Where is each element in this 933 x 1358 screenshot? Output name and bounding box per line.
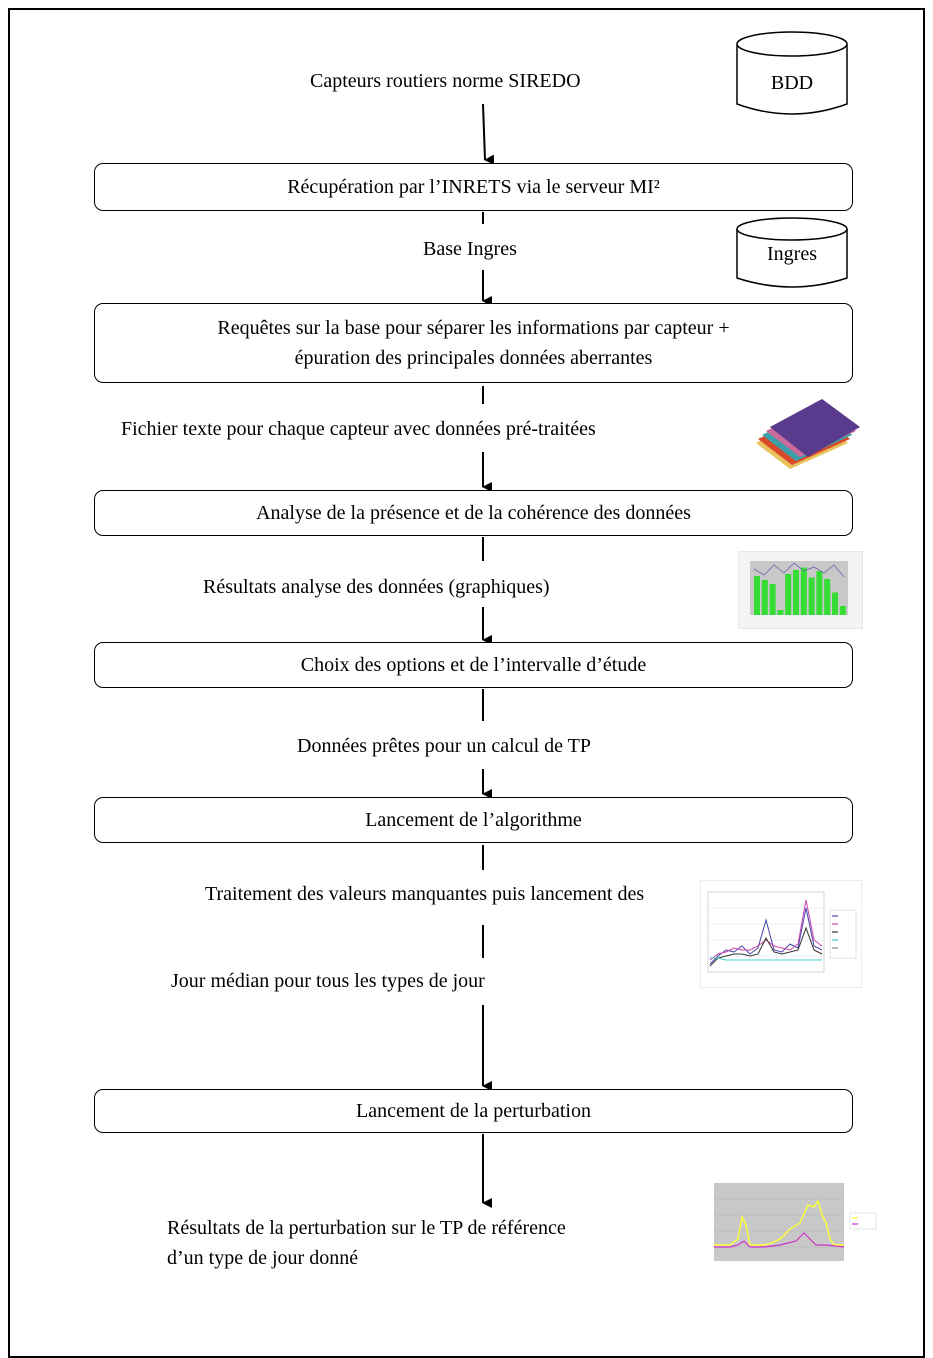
thumb2-series-3 [709,926,823,967]
step-analyse-label: Analyse de la présence et de la cohérenc… [256,501,691,524]
thumb-bar [800,567,807,615]
file-sheet-purple [770,399,860,457]
thumb-bar [832,592,838,615]
step-requetes-line1: Requêtes sur la base pour séparer les in… [217,317,730,339]
source-label: Capteurs routiers norme SIREDO [310,70,581,92]
median-day-chart-thumbnail [700,880,862,988]
missing-label: Traitement des valeurs manquantes puis l… [205,883,645,905]
thumb-bar [769,584,776,615]
step-analyse: Analyse de la présence et de la cohérenc… [94,490,853,536]
step-perturbation-label: Lancement de la perturbation [356,1099,591,1122]
database-bdd-icon: BDD [735,30,849,118]
ready-label: Données prêtes pour un calcul de TP [297,735,591,757]
step-choix: Choix des options et de l’intervalle d’é… [94,642,853,688]
arrow-1 [482,103,495,165]
thumb2-series-2 [709,899,823,961]
thumb-bar [816,571,823,615]
db-bdd-label: BDD [770,72,814,94]
step-algorithme-label: Lancement de l’algorithme [365,808,582,831]
thumb2-legend [829,909,857,959]
results-label: Résultats analyse des données (graphique… [203,576,550,598]
median-label: Jour médian pour tous les types de jour [171,970,485,992]
thumb-bar [777,610,784,615]
step-choix-label: Choix des options et de l’intervalle d’é… [300,653,647,676]
perturbation-chart-thumbnail [700,1165,880,1280]
thumb-bar [761,580,768,615]
files-label: Fichier texte pour chaque capteur avec d… [121,418,596,440]
analysis-chart-thumbnail [738,551,863,629]
step-requetes: Requêtes sur la base pour séparer les in… [94,303,853,383]
thumb3-series-yellow [714,1199,844,1246]
step-requetes-line2: épuration des principales données aberra… [294,347,653,369]
thumb-bar [824,579,831,615]
base-label: Base Ingres [423,238,517,260]
thumb3-plot [714,1183,844,1261]
thumb-bar [808,577,815,615]
thumb-bar [754,576,760,615]
final-label: Résultats de la perturbation sur le TP d… [167,1213,566,1273]
final-label-line2: d’un type de jour donné [167,1247,359,1269]
step-recuperation-label: Récupération par l’INRETS via le serveur… [287,175,660,198]
step-perturbation: Lancement de la perturbation [94,1089,853,1133]
thumb3-legend [849,1212,877,1230]
cylinder-shape-ingres [736,217,848,288]
thumb-bar [793,570,799,615]
cylinder-shape-bdd [736,31,848,115]
step-recuperation: Récupération par l’INRETS via le serveur… [94,163,853,211]
thumb3-series-magenta [714,1232,845,1248]
thumb-line [753,562,845,578]
database-ingres-icon: Ingres [735,216,849,290]
thumb-bar [785,574,792,615]
text-files-icon [756,399,860,469]
db-ingres-label: Ingres [767,243,817,265]
final-label-line1: Résultats de la perturbation sur le TP d… [167,1217,566,1239]
thumb-bar [839,606,846,615]
thumb2-series-4 [710,957,822,961]
step-algorithme: Lancement de l’algorithme [94,797,853,843]
